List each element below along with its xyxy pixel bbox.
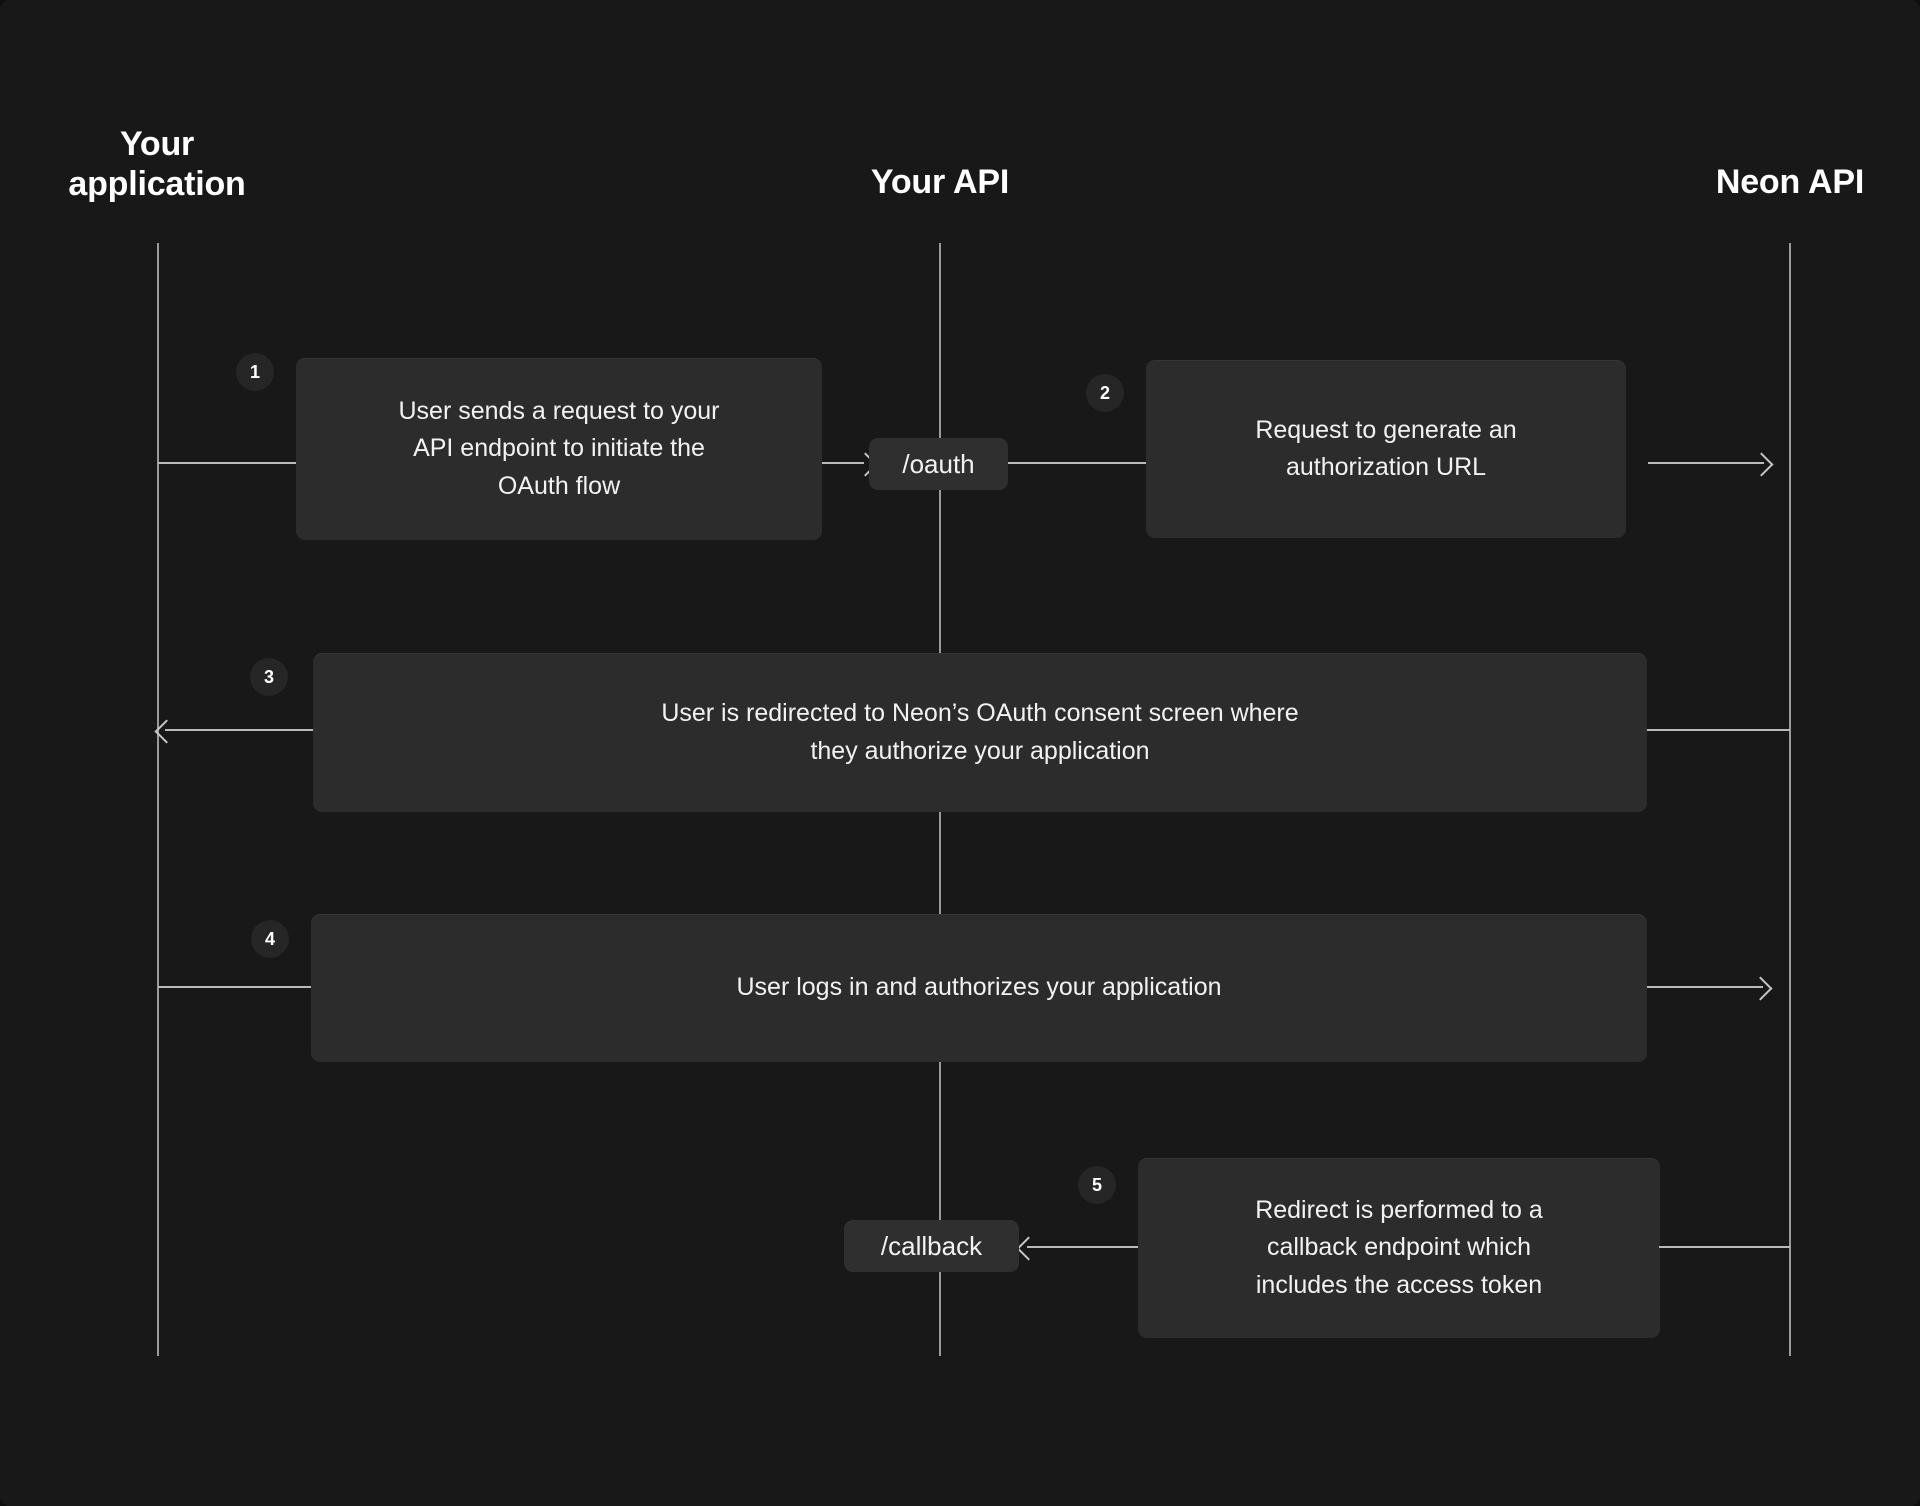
note-step-1: User sends a request to your API endpoin… — [296, 358, 822, 540]
connector-4-right — [1647, 986, 1763, 988]
note-step-4: User logs in and authorizes your applica… — [311, 914, 1647, 1062]
connector-2-left — [1008, 462, 1148, 464]
arrowhead-4-right — [1748, 976, 1773, 1001]
actor-header-neon-api: Neon API — [1715, 163, 1865, 201]
step-badge-4: 4 — [251, 920, 289, 958]
step-badge-3: 3 — [250, 658, 288, 696]
note-step-5-text: Redirect is performed to a callback endp… — [1255, 1195, 1543, 1299]
note-step-2: Request to generate an authorization URL — [1146, 360, 1626, 538]
endpoint-pill-oauth: /oauth — [869, 438, 1008, 490]
actor-header-your-application: Your application — [68, 125, 246, 204]
lifeline-neon-api — [1789, 243, 1791, 1356]
note-step-2-text: Request to generate an authorization URL — [1255, 415, 1517, 482]
actor-header-your-api: Your API — [870, 163, 1010, 201]
note-step-3-text: User is redirected to Neon’s OAuth conse… — [661, 699, 1299, 765]
arrowhead-5-left — [1016, 1236, 1041, 1261]
note-step-4-text: User logs in and authorizes your applica… — [736, 973, 1222, 1002]
arrowhead-2-right — [1749, 452, 1774, 477]
connector-5-right — [1659, 1246, 1790, 1248]
connector-5-left — [1027, 1246, 1140, 1248]
note-step-1-text: User sends a request to your API endpoin… — [398, 396, 720, 500]
connector-3-right — [1647, 729, 1790, 731]
connector-2-right — [1648, 462, 1764, 464]
connector-3-left — [165, 729, 315, 731]
step-badge-5: 5 — [1078, 1166, 1116, 1204]
connector-1-left — [158, 462, 298, 464]
step-badge-1: 1 — [236, 353, 274, 391]
connector-4-left — [158, 986, 313, 988]
connector-1-right — [822, 462, 864, 464]
note-step-3: User is redirected to Neon’s OAuth conse… — [313, 653, 1647, 812]
step-badge-2: 2 — [1086, 374, 1124, 412]
lifeline-your-application — [157, 243, 159, 1356]
endpoint-pill-callback: /callback — [844, 1220, 1019, 1272]
note-step-5: Redirect is performed to a callback endp… — [1138, 1158, 1660, 1338]
